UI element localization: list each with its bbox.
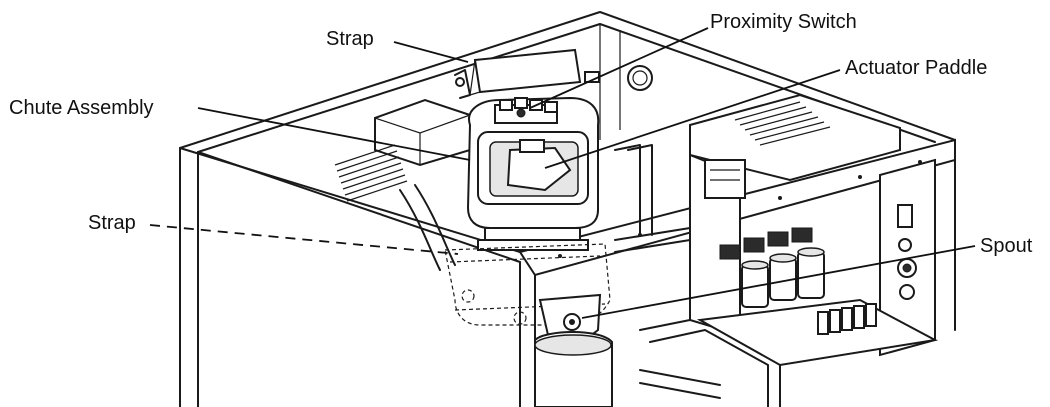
terminal-block [817, 303, 877, 335]
callout-proximity-switch: Proximity Switch [710, 11, 857, 33]
leader-strap-lower [149, 224, 459, 255]
back-wall-port [627, 65, 653, 91]
callout-spout: Spout [980, 235, 1033, 257]
proximity-switch [494, 97, 558, 124]
top-strap-bracket [454, 48, 600, 99]
callout-strap-top: Strap [326, 28, 374, 50]
grille-slots [734, 101, 831, 146]
leader-strap-top [393, 41, 469, 63]
bin-container [534, 331, 613, 407]
callout-actuator-paddle: Actuator Paddle [845, 57, 988, 79]
leader-spout [581, 245, 976, 319]
chute-assembly [444, 96, 611, 343]
leader-lines [149, 27, 976, 319]
vent-slats [334, 144, 408, 202]
leader-chute-assembly [197, 107, 471, 161]
leader-actuator-paddle [544, 69, 841, 169]
callout-strap-lower: Strap [88, 212, 136, 234]
electrical-box [689, 93, 939, 367]
interior-left [334, 98, 471, 271]
callout-chute-assembly: Chute Assembly [9, 97, 154, 119]
wire-connectors [719, 227, 813, 260]
leader-proximity-switch [529, 27, 709, 109]
